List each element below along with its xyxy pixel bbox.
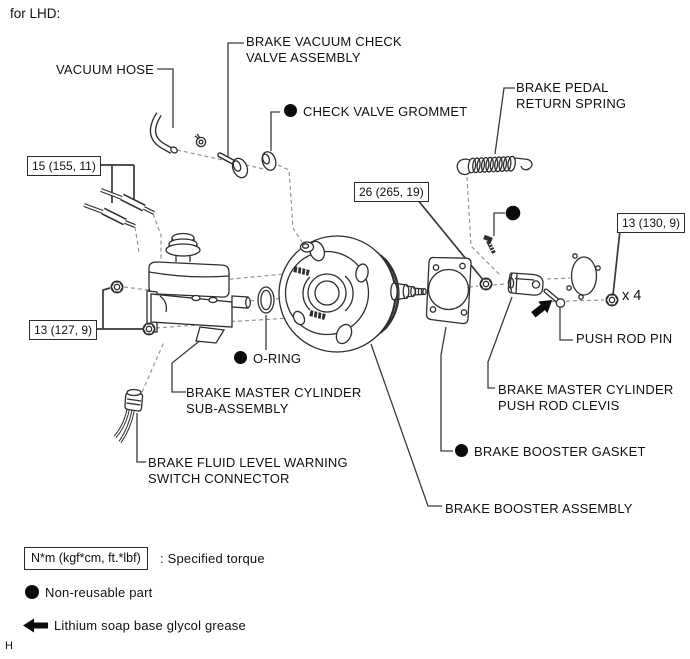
label-brake-booster-assembly: BRAKE BOOSTER ASSEMBLY	[445, 501, 633, 516]
torque-spec-master-cylinder-nuts: 13 (127, 9)	[29, 320, 98, 340]
clevis-drawing	[507, 272, 544, 296]
master-cylinder-drawing	[146, 232, 251, 344]
brake-line-fittings-drawing	[83, 188, 155, 228]
legend-torque-unit-box: N*m (kgf*cm, ft.*lbf)	[24, 547, 148, 570]
label-brake-master-cylinder-sub-assembly: BRAKE MASTER CYLINDER SUB-ASSEMBLY	[186, 385, 362, 416]
variant-heading: for LHD:	[10, 6, 61, 21]
fluid-level-connector-drawing	[113, 388, 144, 443]
label-brake-booster-gasket: BRAKE BOOSTER GASKET	[455, 444, 646, 460]
brake-booster-drawing	[278, 235, 427, 353]
return-spring-drawing	[456, 155, 533, 176]
non-reusable-dot-icon	[234, 351, 247, 364]
o-ring-drawing	[257, 286, 275, 314]
booster-gasket-drawing	[425, 256, 472, 325]
torque-spec-booster-clevis-nut: 26 (265, 19)	[354, 182, 429, 202]
firewall-hole-drawing	[566, 253, 601, 300]
hose-clamp-drawing	[194, 133, 207, 148]
legend-grease: Lithium soap base glycol grease	[23, 618, 246, 634]
label-brake-booster-gasket-text: BRAKE BOOSTER GASKET	[474, 444, 646, 459]
legend-torque-meaning: : Specified torque	[160, 551, 265, 566]
label-brake-master-cylinder-push-rod-clevis: BRAKE MASTER CYLINDER PUSH ROD CLEVIS	[498, 382, 674, 413]
page-mark: H	[5, 640, 13, 652]
label-o-ring: O-RING	[234, 351, 301, 367]
label-check-valve-grommet-text: CHECK VALVE GROMMET	[303, 104, 468, 119]
grease-arrow-marker-icon	[531, 299, 553, 318]
label-brake-fluid-level-warning-switch-connector: BRAKE FLUID LEVEL WARNING SWITCH CONNECT…	[148, 455, 348, 486]
torque-spec-vacuum-hose-union: 15 (155, 11)	[27, 156, 101, 176]
non-reusable-dot-icon	[25, 585, 39, 599]
non-reusable-dot-icon	[455, 444, 468, 457]
label-o-ring-text: O-RING	[253, 351, 302, 366]
legend-non-reusable-text: Non-reusable part	[45, 585, 153, 600]
vacuum-hose-drawing	[149, 112, 178, 154]
pedal-bolt-drawing	[483, 205, 521, 254]
non-reusable-dot-icon	[505, 205, 521, 221]
check-valve-drawing	[217, 152, 249, 179]
grommet-drawing	[261, 151, 277, 171]
legend-grease-text: Lithium soap base glycol grease	[54, 618, 246, 633]
label-brake-pedal-return-spring: BRAKE PEDAL RETURN SPRING	[516, 80, 627, 111]
clevis-lock-nut-drawing	[479, 277, 493, 291]
non-reusable-dot-icon	[284, 104, 297, 117]
label-nut-quantity: x 4	[622, 288, 642, 304]
grease-arrow-icon	[23, 618, 48, 633]
push-rod-pin-drawing	[543, 288, 566, 308]
label-push-rod-pin: PUSH ROD PIN	[576, 331, 673, 346]
legend-non-reusable: Non-reusable part	[25, 585, 152, 601]
torque-spec-booster-mounting-nuts: 13 (130, 9)	[617, 213, 686, 233]
booster-mounting-nut-drawing	[605, 293, 619, 307]
label-check-valve-grommet: CHECK VALVE GROMMET	[284, 104, 467, 120]
label-vacuum-hose: VACUUM HOSE	[56, 62, 155, 77]
label-brake-vacuum-check-valve-assembly: BRAKE VACUUM CHECK VALVE ASSEMBLY	[246, 34, 402, 65]
